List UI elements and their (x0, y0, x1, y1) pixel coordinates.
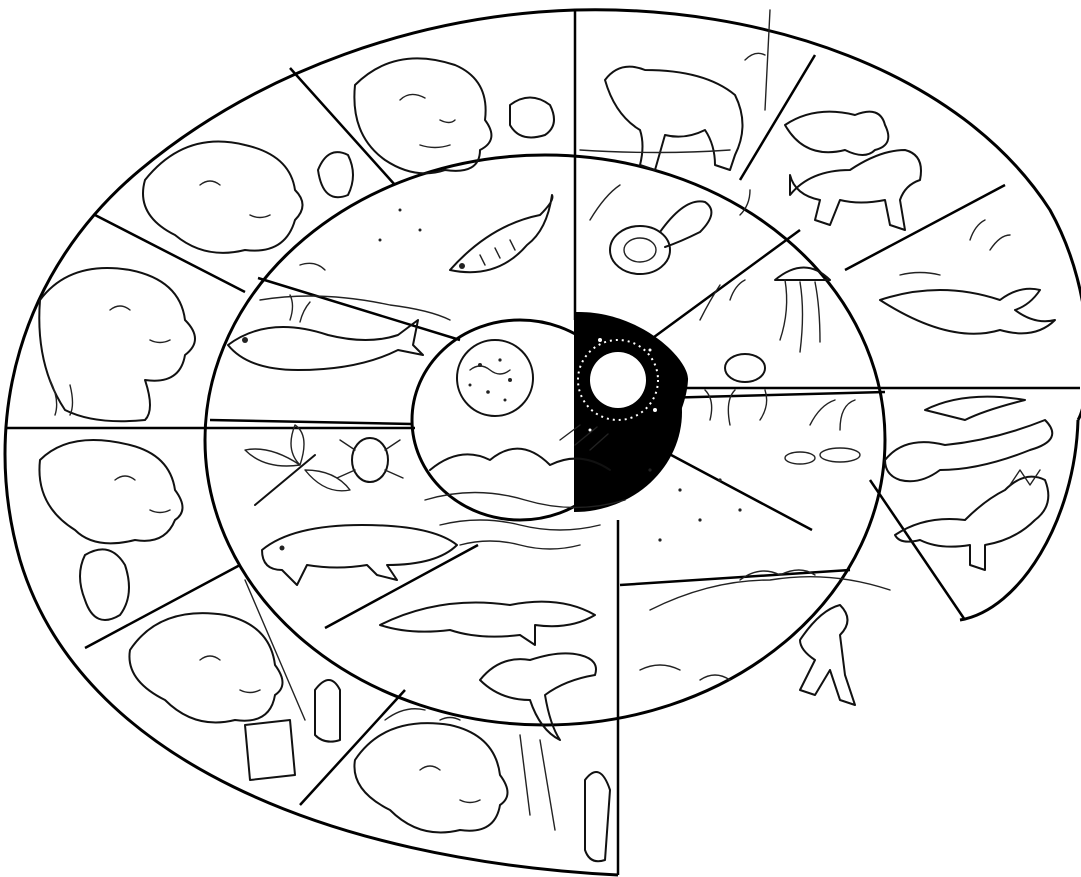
prehistoric-scene-illustration (640, 570, 890, 705)
reptiles-illustration (380, 602, 596, 740)
divider-outer-6 (845, 185, 1005, 270)
molten-earth-illustration (457, 340, 533, 416)
early-human-head-illustration (39, 268, 195, 421)
cro-magnon-with-tools-illustration (354, 709, 610, 862)
big-bang-illustration (574, 312, 688, 512)
ape-walking-illustration (580, 10, 770, 170)
divider-outer-1 (290, 68, 395, 185)
divider-mid-2 (210, 420, 412, 424)
divider-mid-1 (258, 278, 460, 340)
insects-dragonfly-illustration (245, 425, 403, 505)
empty-sea-illustration (648, 468, 741, 541)
primitive-fish-illustration (379, 195, 553, 272)
pterosaur-and-dinosaurs-illustration (885, 397, 1052, 482)
dinosaur-landscape-illustration (895, 470, 1048, 570)
outer-band-right-arc (960, 420, 1078, 620)
divider-outer-3 (85, 565, 240, 648)
neanderthal-with-tools-illustration (129, 580, 340, 780)
middle-ring-outer (205, 155, 885, 725)
amphibian-illustration (262, 525, 457, 585)
hominid-head-illustration (143, 142, 353, 253)
divider-mid-5 (660, 392, 885, 398)
divider-outer-7 (870, 480, 965, 620)
jellyfish-sea-life-illustration (700, 268, 830, 383)
divider-outer-5 (740, 55, 815, 180)
divider-mid-4 (650, 230, 800, 340)
homo-erectus-with-tools-illustration (39, 440, 182, 620)
sea-plants-illustration (705, 390, 860, 464)
small-mammals-illustration (785, 112, 921, 230)
